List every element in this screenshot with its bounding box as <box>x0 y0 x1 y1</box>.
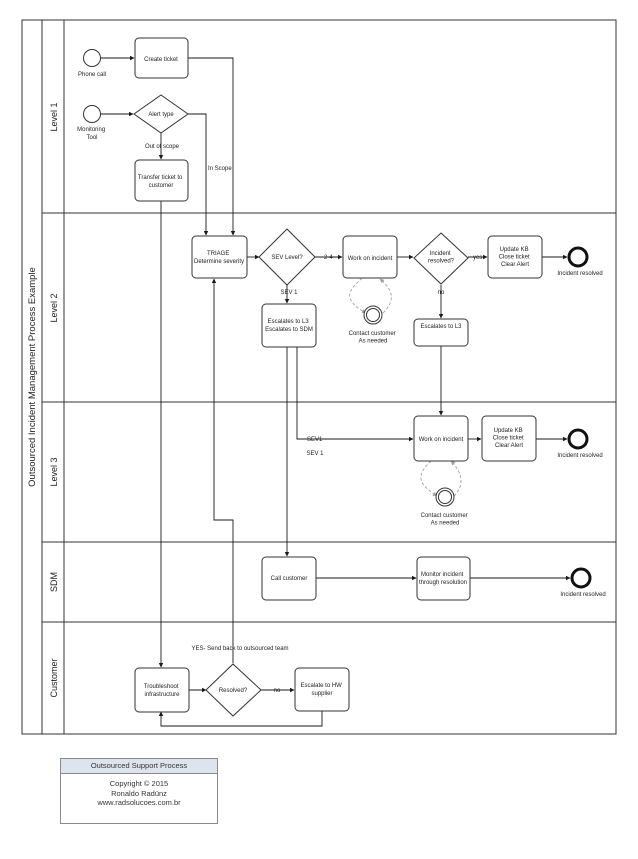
svg-text:Monitor incident through: Monitor incident through resolution <box>419 572 467 586</box>
gateway-incident-resolved: Incident resolved? <box>413 232 469 285</box>
label-contact-l2: Contact customer As needed <box>349 331 398 345</box>
task-troubleshoot: Troubleshoot infrastructure <box>134 667 190 713</box>
pool-title: Outsourced Incident Management Process E… <box>27 267 38 487</box>
loop-l2-out <box>349 277 367 314</box>
label-end-sdm: Incident resolved <box>560 592 605 598</box>
end-event-sdm <box>570 567 592 589</box>
svg-text:Escalates to L3: Escalates to L3 <box>420 324 462 330</box>
task-call-customer: Call customer <box>261 556 317 601</box>
label-end-l3: Incident resolved <box>557 453 602 459</box>
label-monitoring-tool: Monitoring Tool <box>77 127 107 141</box>
label-end-l2: Incident resolved <box>557 271 602 277</box>
task-work-incident-l2: Work on incident <box>342 235 398 279</box>
intermediate-event-contact-l2 <box>363 305 383 325</box>
svg-text:Escalate to HW supplier: Escalate to HW supplier <box>300 683 343 697</box>
flow-label-sev1-c: SEV 1 <box>306 451 324 457</box>
svg-text:Update KB Close ticket: Update KB Close ticket Clear Alert <box>499 247 532 268</box>
task-triage: TRIAGE Determine severity <box>191 235 248 279</box>
loop-l2-back <box>379 278 392 314</box>
start-event-phone-call <box>83 49 101 67</box>
pool-border <box>21 19 617 735</box>
label-contact-l3: Contact customer As needed <box>421 513 470 527</box>
svg-text:Work on incident: Work on incident <box>348 256 393 262</box>
flow-label-in-scope: In Scope <box>208 166 232 172</box>
flow-escalate-hw-back <box>158 711 323 727</box>
sequence-flows <box>101 55 571 727</box>
task-create-ticket: Create ticket <box>134 37 189 79</box>
flow-inscope-to-triage <box>188 113 209 236</box>
svg-text:Alert type: Alert type <box>148 112 174 118</box>
svg-text:SEV Level?: SEV Level? <box>271 255 303 261</box>
start-event-monitoring-tool <box>83 105 101 123</box>
flow-label-no-customer: no <box>274 688 281 694</box>
intermediate-event-contact-l3 <box>435 487 455 507</box>
end-event-l2 <box>567 246 589 268</box>
gateway-resolved: Resolved? <box>205 663 262 717</box>
svg-text:TRIAGE Determine severit: TRIAGE Determine severity <box>194 251 244 265</box>
author-name: Ronaldo Radünz <box>111 788 167 798</box>
copyright-box: Outsourced Support Process Copyright © 2… <box>60 758 218 824</box>
svg-text:Incident resolved?: Incident resolved? <box>428 251 455 265</box>
contact-loops <box>349 277 462 497</box>
flow-label-no-l2: no <box>438 290 445 296</box>
loop-l3-out <box>420 460 438 497</box>
gateway-sev-level: SEV Level? <box>258 228 316 286</box>
task-work-incident-l3: Work on incident <box>413 415 469 462</box>
label-phone-call: Phone call <box>78 72 106 78</box>
task-escalate-l3-sdm: Escalates to L3 Escalates to SDM <box>261 303 317 348</box>
svg-text:Troubleshoot infrastruct: Troubleshoot infrastructure <box>144 684 180 698</box>
task-transfer-ticket: Transfer ticket to customer <box>134 159 189 202</box>
task-escalate-hw: Escalate to HW supplier <box>294 667 350 712</box>
flow-label-sev1-a: SEV 1 <box>280 290 298 296</box>
lane-label-level2: Level 2 <box>49 293 59 322</box>
flow-sev1-to-work-l3 <box>296 347 414 442</box>
end-event-l3 <box>567 428 589 450</box>
flow-create-to-triage <box>188 57 236 236</box>
lane-label-sdm: SDM <box>49 572 59 592</box>
website-url: www.radsolucoes.com.br <box>97 798 181 807</box>
svg-text:Transfer ticket to custo: Transfer ticket to customer <box>138 175 184 189</box>
task-update-kb-l3: Update KB Close ticket Clear Alert <box>481 415 537 462</box>
svg-text:Resolved?: Resolved? <box>219 688 248 694</box>
task-monitor-incident: Monitor incident through resolution <box>416 556 471 601</box>
task-update-kb-l2: Update KB Close ticket Clear Alert <box>487 235 543 279</box>
flow-yes-back-to-triage <box>211 278 234 663</box>
gateway-alert-type: Alert type <box>133 94 189 134</box>
task-escalates-l3: Escalates to L3 <box>413 318 469 347</box>
pool <box>21 19 617 735</box>
copyright-line: Copyright © 2015 <box>109 779 169 788</box>
flow-label-sev1-b: SEV1 <box>307 437 323 443</box>
flow-label-yes-l2: yes <box>473 255 482 261</box>
copyright-header: Outsourced Support Process <box>61 759 217 774</box>
flow-label-2-4: 2-4 <box>324 255 333 261</box>
flow-label-out-of-scope: Out of scope <box>145 144 180 150</box>
svg-text:Call customer: Call customer <box>271 576 308 582</box>
lane-label-level1: Level 1 <box>49 102 59 131</box>
svg-text:Work on incident: Work on incident <box>419 437 464 443</box>
lane-label-customer: Customer <box>49 658 59 697</box>
flow-label-yes-send-back: YES- Send back to outsourced team <box>191 646 288 652</box>
lane-label-level3: Level 3 <box>49 457 59 486</box>
copyright-body: Copyright © 2015 Ronaldo Radünz www.rads… <box>61 774 217 808</box>
svg-text:Update KB Close ticket: Update KB Close ticket Clear Alert <box>493 428 526 449</box>
svg-text:Create ticket: Create ticket <box>144 57 178 63</box>
svg-text:Escalates to L3 Escalate: Escalates to L3 Escalates to SDM <box>265 319 313 333</box>
loop-l3-back <box>450 460 462 497</box>
